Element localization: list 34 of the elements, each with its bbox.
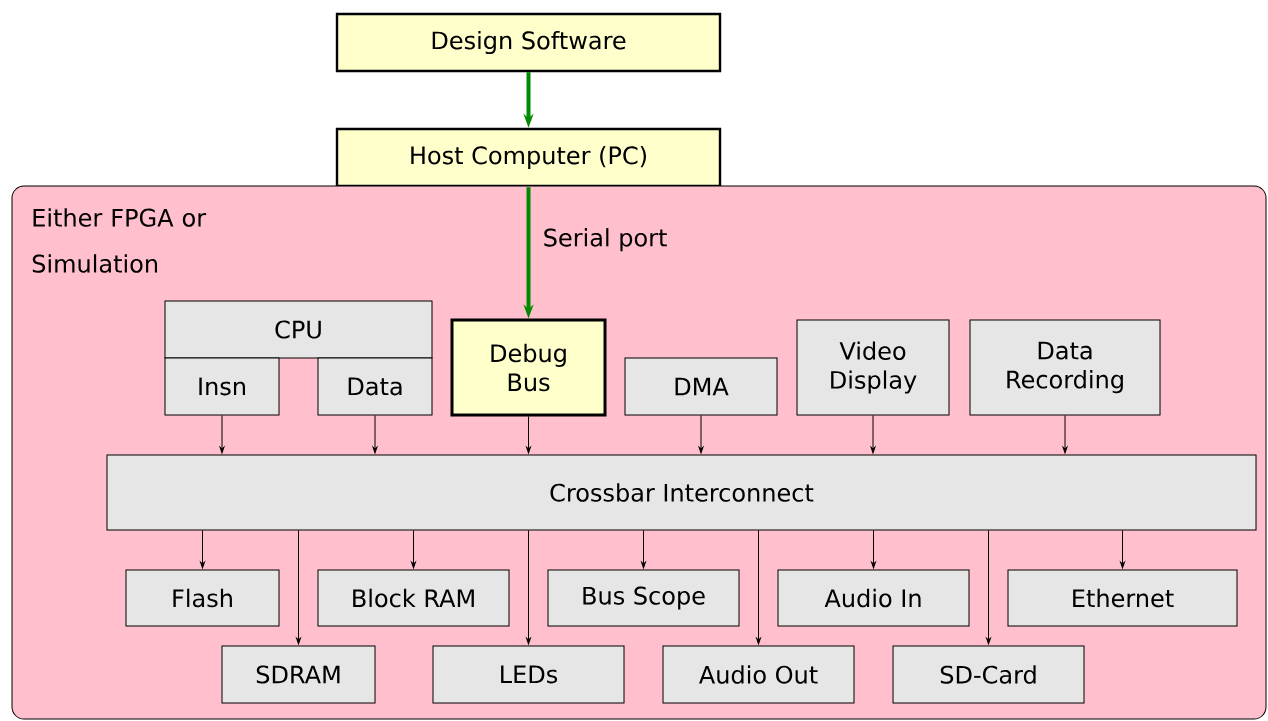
process-box: SD-Card [892, 645, 1085, 704]
arrow [526, 416, 531, 454]
process-box: Data Recording [969, 319, 1161, 416]
arrow [641, 530, 646, 569]
process-box: Debug Bus [450, 318, 607, 417]
process-box: Video Display [796, 319, 950, 416]
arrow [871, 530, 876, 569]
arrow [1120, 530, 1125, 569]
process-box: LEDs [432, 645, 625, 704]
arrow [870, 415, 876, 454]
process-box: Bus Scope [547, 569, 740, 627]
arrow [200, 530, 205, 569]
arrow [1062, 415, 1068, 454]
arrow [372, 415, 378, 454]
arrow [986, 530, 991, 645]
process-box: Crossbar Interconnect [106, 454, 1257, 531]
arrow [526, 530, 531, 645]
process-box: DMA [624, 357, 778, 416]
arrow [296, 530, 301, 645]
process-box: Audio In [777, 569, 970, 627]
process-box: Insn [164, 357, 280, 416]
process-box: Block RAM [317, 569, 510, 627]
arrow [219, 415, 225, 454]
process-box: SDRAM [221, 645, 376, 704]
edge-label: Serial port [540, 226, 670, 254]
process-box: Data [317, 357, 433, 416]
process-box: Host Computer (PC) [335, 127, 722, 188]
arrow [756, 530, 761, 645]
process-box: Audio Out [662, 645, 855, 704]
process-box: Flash [125, 569, 280, 627]
arrow [698, 415, 704, 454]
process-box: Ethernet [1007, 569, 1238, 627]
process-box: Design Software [335, 12, 722, 73]
arrow [411, 530, 416, 569]
